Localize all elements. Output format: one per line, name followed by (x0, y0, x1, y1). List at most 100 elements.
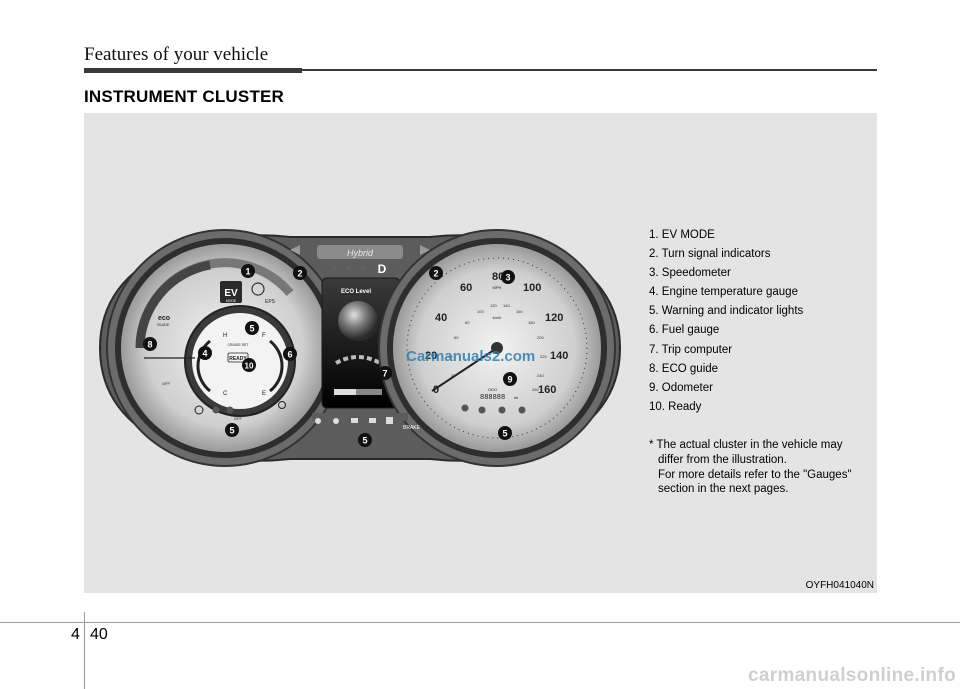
svg-text:5: 5 (362, 436, 367, 446)
mph-unit: MPH (493, 285, 502, 290)
callout-9: 9 (503, 372, 517, 386)
temp-cold-label: C (223, 391, 228, 397)
figure-code: OYFH041040N (805, 580, 874, 591)
figure-panel: EV MODE EPS eco GUIDE OFF READY CRUISE S… (84, 113, 877, 593)
mph-tick-80: 80 (492, 271, 504, 283)
callout-3: 3 (501, 270, 515, 284)
kmh-tick-80: 80 (465, 320, 470, 325)
svg-text:5: 5 (249, 324, 254, 334)
callout-1: 1 (241, 264, 255, 278)
temp-hot-label: H (223, 333, 227, 339)
legend-item: 1. EV MODE (649, 229, 715, 241)
callout-6: 6 (283, 347, 297, 361)
svg-text:9: 9 (507, 375, 512, 385)
callout-2-left: 2 (293, 266, 307, 280)
callout-5-left-bottom: 5 (225, 423, 239, 437)
charging-warning-icon (351, 418, 358, 423)
tpms-warning-icon (194, 405, 204, 415)
ev-mode-badge: EV (224, 288, 238, 299)
footer-watermark: carmanualsonline.info (748, 665, 956, 686)
svg-text:5: 5 (229, 426, 234, 436)
mph-tick-100: 100 (523, 282, 541, 294)
mph-tick-0: 0 (433, 384, 439, 396)
left-gauge: EV MODE EPS eco GUIDE OFF READY CRUISE S… (106, 229, 344, 467)
esc-off-indicator-icon (226, 406, 234, 414)
callout-4: 4 (198, 346, 212, 360)
callout-10: 10 (242, 358, 256, 372)
legend-item: 6. Fuel gauge (649, 324, 720, 337)
callout-7: 7 (378, 366, 392, 380)
kmh-tick-120: 120 (490, 303, 497, 308)
kmh-tick-40: 40 (448, 354, 453, 359)
eco-label: eco (158, 315, 170, 322)
odo-label: ODO (488, 387, 497, 392)
svg-text:7: 7 (382, 369, 387, 379)
note-line: For more details refer to the "Gauges" (658, 468, 852, 481)
eps-label: EPS (265, 299, 276, 305)
legend-item: 5. Warning and indicator lights (649, 305, 804, 318)
page-header-title: Features of your vehicle (84, 44, 269, 65)
brake-warning-label: BRAKE (403, 425, 421, 431)
kmh-tick-180: 180 (528, 320, 535, 325)
eco-level-bars (335, 355, 381, 365)
low-fuel-icon (278, 401, 286, 409)
legend-item: 8. ECO guide (649, 362, 719, 375)
chapter-number: 4 (71, 626, 80, 643)
kmh-unit: km/h (493, 315, 502, 320)
mph-tick-120: 120 (545, 312, 563, 324)
svg-text:4: 4 (202, 349, 207, 359)
footer-rule (0, 622, 960, 623)
speedometer-needle (431, 347, 498, 392)
speedometer-gauge: 0 20 40 60 80 100 120 140 160 20 40 60 8… (378, 229, 616, 467)
hybrid-badge: Hybrid (347, 248, 374, 258)
mph-tick-40: 40 (435, 312, 447, 324)
odometer-unit: mi (514, 395, 518, 400)
svg-text:10: 10 (245, 362, 254, 371)
odometer-value: 888888 (480, 394, 505, 402)
airbag-warning-icon (333, 418, 339, 424)
door-ajar-icon (386, 417, 393, 424)
legend-item: 7. Trip computer (649, 343, 733, 356)
callout-2-right: 2 (429, 266, 443, 280)
legend-item: 4. Engine temperature gauge (649, 286, 798, 299)
kmh-tick-160: 160 (516, 309, 523, 314)
warning-lights-strip: BRAKE (312, 413, 421, 431)
fuel-scale (269, 339, 284, 393)
mph-tick-60: 60 (460, 282, 472, 294)
note-line: differ from the illustration. (658, 453, 787, 466)
header-rule-thick (84, 68, 302, 73)
svg-text:2: 2 (433, 269, 438, 279)
kmh-tick-140: 140 (503, 303, 510, 308)
kmh-tick-200: 200 (537, 335, 544, 340)
mph-tick-20: 20 (425, 350, 437, 362)
gear-d: D (378, 262, 387, 276)
seatbelt-indicator-icon (461, 404, 469, 412)
fuel-full-label: F (262, 333, 266, 339)
note-line: section in the next pages. (658, 483, 789, 496)
kmh-tick-240: 240 (537, 373, 544, 378)
kmh-tick-60: 60 (454, 335, 459, 340)
svg-text:2: 2 (297, 269, 302, 279)
kmh-tick-220: 220 (540, 354, 547, 359)
callout-8: 8 (143, 337, 157, 351)
left-turn-signal-icon (290, 245, 300, 255)
kmh-tick-20: 20 (451, 373, 456, 378)
mph-tick-140: 140 (550, 350, 568, 362)
page-number: 40 (90, 626, 108, 643)
eco-guide-label: GUIDE (157, 322, 170, 327)
note-line: * The actual cluster in the vehicle may (649, 439, 843, 451)
kmh-tick-100: 100 (477, 309, 484, 314)
callout-5-right: 5 (498, 426, 512, 440)
callout-5-left-top: 5 (245, 321, 259, 335)
legend-list: 1. EV MODE 2. Turn signal indicators 3. … (649, 226, 877, 417)
legend-item: 3. Speedometer (649, 267, 731, 280)
trunk-open-icon (518, 406, 526, 414)
eco-level-title: ECO Level (341, 289, 371, 295)
gear-n: N (361, 267, 365, 273)
footer-divider (84, 612, 85, 689)
right-turn-signal-icon (420, 245, 430, 255)
svg-text:8: 8 (147, 340, 152, 350)
off-label: OFF (162, 381, 171, 386)
inline-watermark: Carmanuals2.com (406, 348, 535, 365)
ev-mode-sub: MODE (226, 299, 237, 303)
